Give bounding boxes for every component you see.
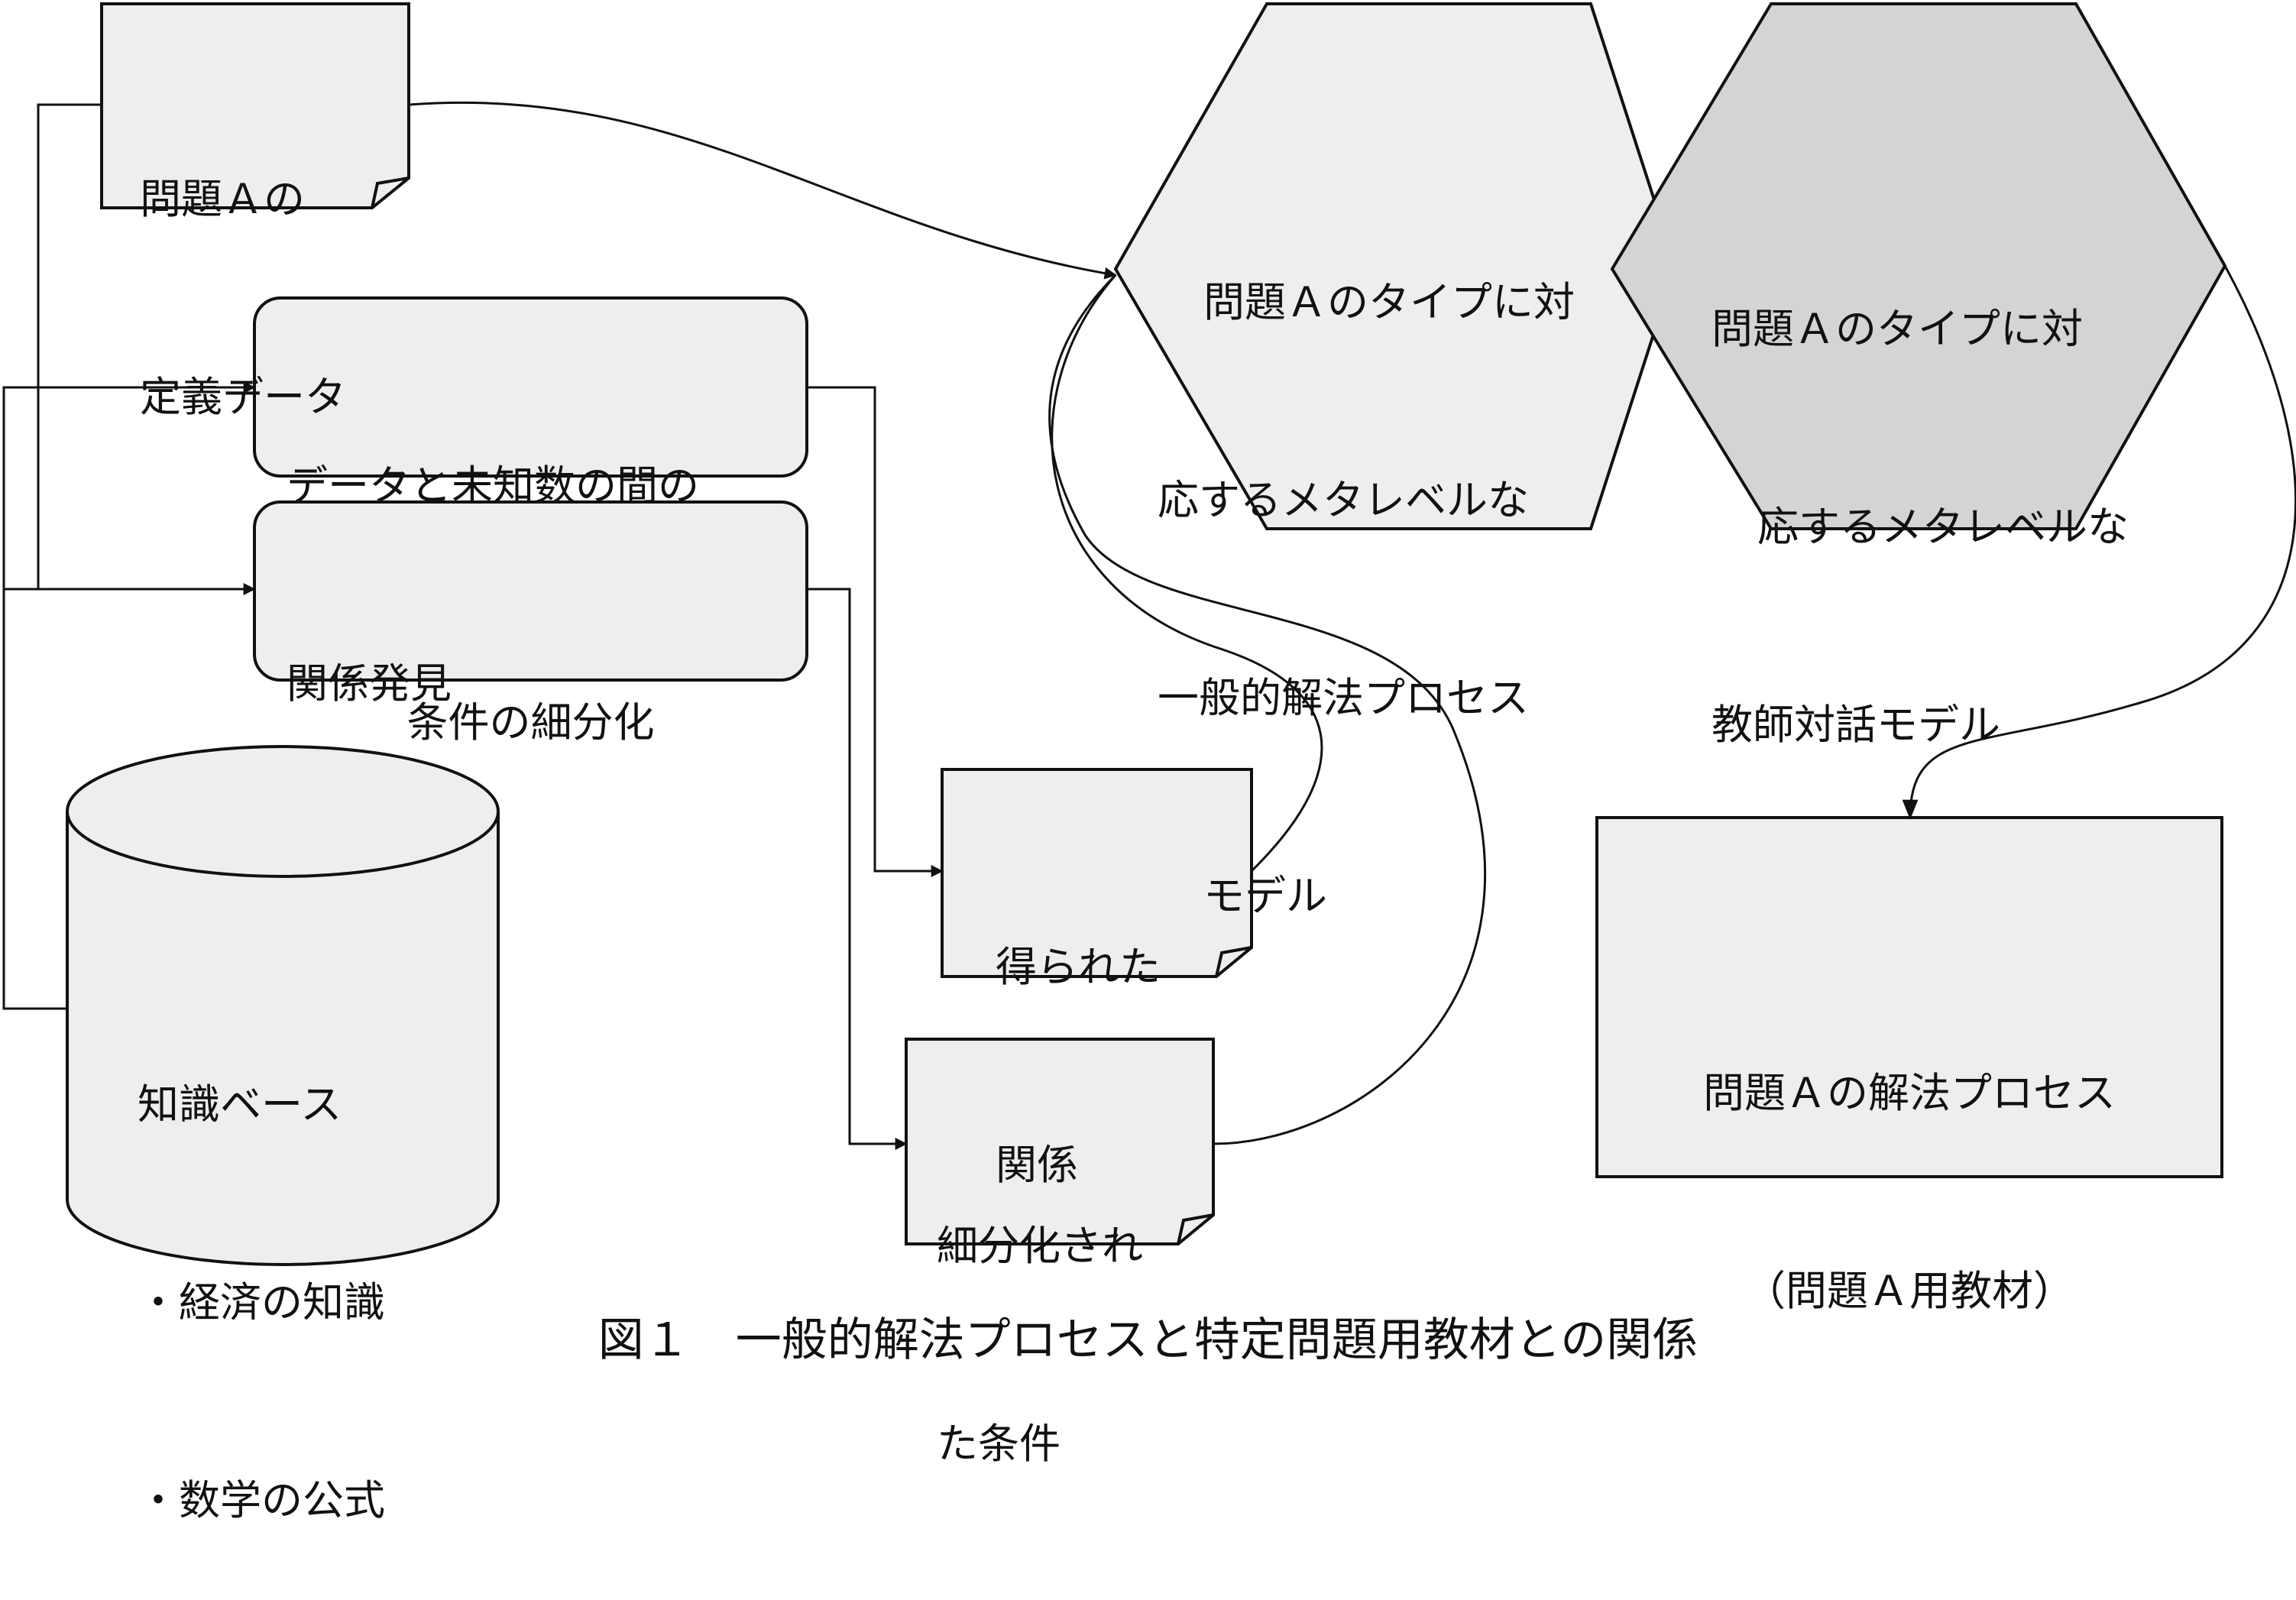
obtained-relation-line-2: 関係 [996,1140,1078,1189]
definition-line-1: 問題Ａの [140,174,305,223]
condition-refine-line-1: 条件の細分化 [406,698,655,747]
figure-caption: 図１ 一般的解法プロセスと特定問題用教材との関係 [597,1313,1699,1367]
condition-refine-label: 条件の細分化 [254,558,807,822]
meta-process-line-3: 一般的解法プロセス [1158,674,1529,723]
tutor-model-line-3: 教師対話モデル [1711,701,2000,750]
knowledge-base-cylinder [66,745,500,1266]
kb-left-bus-line [2,381,256,1010]
definition-note-fold [371,177,410,209]
obtained-relation-line-1: 得られた [996,942,1161,991]
tutor-model-label: 問題Ａのタイプに対 応するメタレベルな 教師対話モデル [1711,164,2129,824]
solution-process-box [1595,816,2223,1178]
meta-process-line-2: 応するメタレベルな [1158,475,1529,524]
meta-process-label: 問題Ａのタイプに対 応するメタレベルな 一般的解法プロセス モデル [1158,138,1575,996]
tutor-model-line-1: 問題Ａのタイプに対 [1711,304,2083,353]
meta-process-line-1: 問題Ａのタイプに対 [1203,277,1575,326]
diagram-canvas [2,2,2296,1266]
tutor-to-solution-curve [1902,265,2296,820]
refined-conditions-note-shape [905,1038,1215,1245]
knowledge-base-item-math: ・数学の公式 [138,1476,385,1525]
obtained-relation-label: 得られた 関係 [996,802,1161,1265]
definition-label: 問題Ａの 定義データ [140,34,346,497]
solution-process-line-1: 問題Ａの解法プロセス [1703,1068,2116,1117]
obtained-to-meta-curve [1051,274,1323,873]
obtained-relation-note-fold [1215,946,1252,977]
definition-left-bus-line [37,103,256,595]
tutor-model-line-2: 応するメタレベルな [1757,502,2129,551]
condition-to-refined-connector [807,588,908,1150]
refined-conditions-line-2: た条件 [937,1419,1061,1468]
tutor-model-hexagon [1610,2,2227,530]
meta-process-line-4: モデル [1203,872,1327,921]
knowledge-base-item-economics: ・経済の知識 [138,1278,385,1326]
definition-note-shape [100,2,410,209]
refined-to-meta-curve [1048,274,1487,1145]
knowledge-base-label: 知識ベース ・経済の知識 ・数学の公式 [138,940,385,1600]
obtained-relation-note-shape [941,768,1253,978]
knowledge-base-title: 知識ベース [138,1080,342,1129]
relation-discovery-line-2: 関係発見 [287,659,452,708]
relation-to-obtained-connector [807,386,944,877]
definition-to-meta-curve [408,101,1117,280]
definition-line-2: 定義データ [140,372,346,421]
refined-conditions-line-1: 細分化され [937,1221,1143,1270]
solution-process-label: 問題Ａの解法プロセス （問題Ａ用教材） [1597,928,2222,1391]
relation-discovery-label: データと未知数の間の 関係発見 [287,321,699,783]
relation-discovery-line-1: データと未知数の間の [287,461,699,510]
refined-conditions-note-fold [1177,1213,1214,1245]
solution-process-line-2: （問題Ａ用教材） [1744,1266,2074,1315]
